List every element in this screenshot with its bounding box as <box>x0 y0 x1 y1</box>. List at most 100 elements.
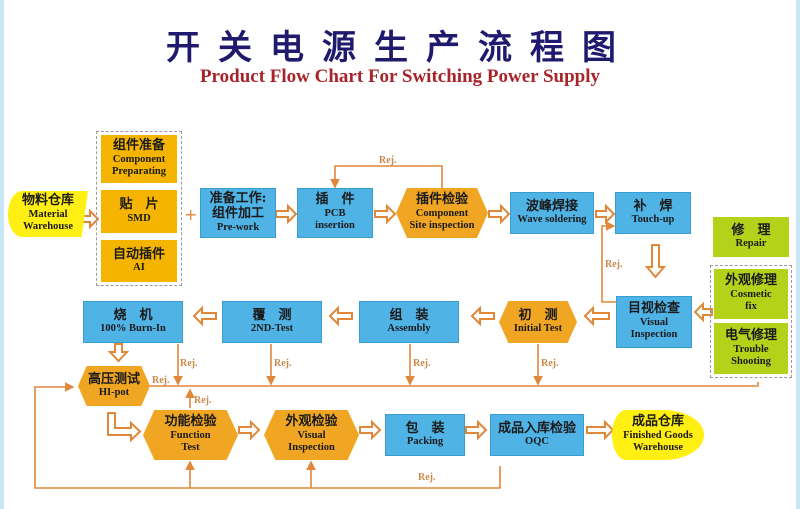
node-repair[interactable]: 修 理 Repair <box>713 217 789 257</box>
node-cn: 高压测试 <box>87 371 140 387</box>
arrow-2nd-to-burnin <box>192 305 217 327</box>
node-en: Touch-up <box>631 214 675 226</box>
node-assembly[interactable]: 组 装 Assembly <box>359 301 459 343</box>
node-en: fix <box>745 301 757 313</box>
node-cn: 贴 片 <box>119 197 159 212</box>
node-burn-in[interactable]: 烧 机 100% Burn-In <box>83 301 183 343</box>
node-en: Wave soldering <box>517 214 587 226</box>
arrow-oqc-to-finished <box>586 419 615 441</box>
node-en: Packing <box>406 436 444 448</box>
node-cn: 自动插件 <box>112 246 165 262</box>
node-material-warehouse[interactable]: 物料仓库 Material Warehouse <box>8 191 88 237</box>
arrow-function-to-visual2 <box>238 419 261 441</box>
node-cn: 电气修理 <box>724 327 777 343</box>
node-cn: 插 件 <box>315 192 355 208</box>
arrow-prework-to-pcb <box>275 203 298 225</box>
node-cn: 初 测 <box>518 307 558 323</box>
arrow-visual2-to-packing <box>359 419 382 441</box>
node-cn: 准备工作: <box>209 191 267 207</box>
arrow-initial-to-assembly <box>470 305 495 327</box>
arrow-pcb-to-csi <box>374 203 397 225</box>
group-repair-types <box>710 265 792 378</box>
node-en: Test <box>181 442 200 454</box>
node-en: Warehouse <box>23 221 73 233</box>
node-ai[interactable]: 自动插件 AI <box>101 240 177 282</box>
rej-label: Rej. <box>194 395 212 406</box>
node-pcb-insertion[interactable]: 插 件 PCB insertion <box>297 188 373 238</box>
node-en: Warehouse <box>633 442 683 454</box>
node-oqc[interactable]: 成品入库检验 OQC <box>490 414 584 456</box>
node-en: Repair <box>735 238 767 250</box>
node-cosmetic-fix[interactable]: 外观修理 Cosmetic fix <box>714 269 788 319</box>
node-cn: 包 装 <box>405 420 445 436</box>
node-component-prep[interactable]: 组件准备 Component Preparating <box>101 135 177 183</box>
node-en: Initial Test <box>513 323 563 335</box>
node-en: Material <box>28 209 68 221</box>
node-cn: 插件检验 <box>415 192 468 208</box>
arrow-csi-to-wave <box>488 203 511 225</box>
node-smd[interactable]: 贴 片 SMD <box>101 190 177 233</box>
rej-label: Rej. <box>605 259 623 270</box>
node-cn: 物料仓库 <box>21 193 74 209</box>
rej-label: Rej. <box>180 358 198 369</box>
node-en: Cosmetic <box>730 289 772 301</box>
arrow-touchup-to-visual <box>644 244 667 279</box>
node-en: Pre-work <box>216 221 260 233</box>
node-function-test[interactable]: 功能检验 Function Test <box>143 410 238 460</box>
node-cn: 功能检验 <box>164 414 217 430</box>
node-visual-inspection[interactable]: 目视检查 Visual Inspection <box>616 296 692 348</box>
node-cn: 成品入库检验 <box>497 420 576 436</box>
node-en: HI-pot <box>98 387 130 399</box>
node-cn: 外观修理 <box>724 273 777 289</box>
node-trouble-shooting[interactable]: 电气修理 Trouble Shooting <box>714 323 788 374</box>
node-cn: 波峰焊接 <box>525 198 578 214</box>
rej-main-line <box>125 382 759 387</box>
node-2nd-test[interactable]: 覆 测 2ND-Test <box>222 301 322 343</box>
node-en: Finished Goods <box>623 430 693 442</box>
node-wave-soldering[interactable]: 波峰焊接 Wave soldering <box>510 192 594 234</box>
node-prework[interactable]: 准备工作: 组件加工 Pre-work <box>200 188 276 238</box>
arrow-burnin-to-hipot <box>107 343 130 363</box>
arrow-packing-to-oqc <box>465 419 488 441</box>
node-component-site-inspection[interactable]: 插件检验 Component Site inspection <box>396 188 488 238</box>
node-cn: 覆 测 <box>252 307 292 323</box>
node-cn: 组件准备 <box>112 138 165 154</box>
node-cn: 烧 机 <box>113 307 153 323</box>
node-touch-up[interactable]: 补 焊 Touch-up <box>615 192 691 234</box>
right-border <box>796 0 800 509</box>
plus-sign: + <box>184 205 198 224</box>
node-en: Component <box>112 154 166 166</box>
node-en: Function <box>170 430 211 442</box>
node-initial-test[interactable]: 初 测 Initial Test <box>499 301 577 343</box>
node-en: SMD <box>127 212 151 224</box>
group-smt-prep <box>96 131 182 286</box>
node-packing[interactable]: 包 装 Packing <box>385 414 465 456</box>
rej-line-visual-to-touchup <box>601 221 620 303</box>
node-en: OQC <box>525 436 549 448</box>
node-en: Inspection <box>630 329 678 341</box>
node-visual-inspection-2[interactable]: 外观检验 Visual Inspection <box>264 410 359 460</box>
rej-line-csi-to-pcb <box>330 165 443 189</box>
left-border <box>0 0 4 509</box>
node-en: 2ND-Test <box>250 323 294 335</box>
rej-label: Rej. <box>413 358 431 369</box>
node-cn: 组 装 <box>389 307 429 323</box>
title-chinese: 开关电源生产流程图 <box>166 28 634 68</box>
node-hipot[interactable]: 高压测试 HI-pot <box>78 366 150 406</box>
node-en: Shooting <box>731 355 771 367</box>
title-english: Product Flow Chart For Switching Power S… <box>199 66 601 87</box>
rej-label: Rej. <box>379 155 397 166</box>
node-finished-goods-warehouse[interactable]: 成品仓库 Finished Goods Warehouse <box>612 410 704 460</box>
rej-bottom-loop <box>34 382 501 489</box>
node-cn: 目视检查 <box>627 301 680 317</box>
node-en: Visual <box>297 430 326 442</box>
node-en: Site inspection <box>409 220 475 232</box>
node-en: Assembly <box>387 323 431 335</box>
node-cn: 成品仓库 <box>631 414 684 430</box>
arrow-assembly-to-2nd <box>328 305 353 327</box>
node-en: AI <box>133 262 145 274</box>
node-en: Trouble <box>733 343 769 355</box>
rej-label: Rej. <box>274 358 292 369</box>
rej-label: Rej. <box>541 358 559 369</box>
arrow-visual-to-initial <box>583 305 610 327</box>
